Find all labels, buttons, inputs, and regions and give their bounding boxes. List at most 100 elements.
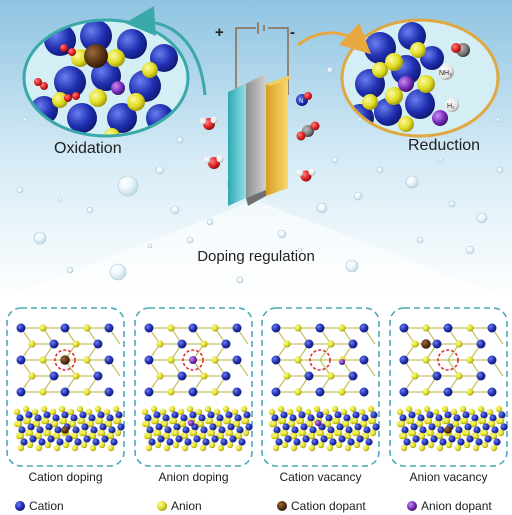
bubble [495, 117, 501, 123]
anion-atom [272, 444, 280, 452]
anion-atom [450, 408, 458, 416]
bubble [496, 166, 504, 174]
bubble [476, 212, 488, 224]
cation-atom [80, 20, 112, 52]
anion-atom [281, 429, 289, 437]
cation-atom [336, 423, 344, 431]
cation-atom [81, 423, 89, 431]
anion-atom [331, 405, 339, 413]
anion-atom [22, 405, 30, 413]
cation-atom [327, 426, 335, 434]
cation-atom [238, 438, 246, 446]
cation-atom [482, 423, 490, 431]
anion-atom [71, 432, 79, 440]
cation-atom [372, 423, 380, 431]
cation-atom [173, 423, 181, 431]
cation-atom [359, 323, 369, 333]
cation-atom [457, 438, 465, 446]
legend-label: Anion dopant [421, 499, 492, 513]
cation-atom [426, 411, 434, 419]
svg-text:N: N [299, 99, 303, 105]
anion-atom [80, 429, 88, 437]
anion-atom [385, 53, 403, 71]
electrochemical-cell [228, 74, 292, 206]
anion-atom [26, 429, 34, 437]
cation-atom [493, 438, 501, 446]
cation-atom [475, 438, 483, 446]
anion-atom [423, 405, 431, 413]
anion-atom [83, 388, 91, 396]
bubble [109, 263, 127, 281]
anion-atom [83, 324, 91, 332]
cation-atom [36, 426, 44, 434]
anion-atom [470, 420, 478, 428]
anion-atom [409, 429, 417, 437]
cation-atom [180, 414, 188, 422]
cation-atom [144, 323, 154, 333]
cation-atom [200, 426, 208, 434]
cation-atom [115, 411, 123, 419]
anion-atom [344, 444, 352, 452]
anion-atom [89, 89, 107, 107]
cation-atom [298, 411, 306, 419]
anion-atom [107, 444, 115, 452]
anion-atom [103, 408, 111, 416]
anion-atom [208, 441, 216, 449]
anion-atom [235, 444, 243, 452]
cation-atom [47, 435, 55, 443]
cation-atom [104, 387, 114, 397]
defect-marker [309, 349, 331, 371]
cation-atom [361, 414, 369, 422]
cation-atom [234, 414, 242, 422]
bubble [147, 243, 153, 249]
cation-atom [412, 435, 420, 443]
anion-atom [272, 432, 280, 440]
bubble [86, 206, 94, 214]
cation-atom [93, 371, 103, 381]
anion-atom [179, 420, 187, 428]
anion-atom [481, 429, 489, 437]
anion-atom [324, 420, 332, 428]
cation-atom [356, 435, 364, 443]
cation-atom [329, 438, 337, 446]
cation-atom [487, 323, 497, 333]
anion-atom [466, 388, 474, 396]
anion-atom [409, 441, 417, 449]
anion-atom [466, 324, 474, 332]
anion-atom [422, 356, 430, 364]
anion-atom [327, 340, 335, 348]
cation-atom [343, 414, 351, 422]
cation-atom [188, 387, 198, 397]
cation-atom [27, 423, 35, 431]
oxygen-atom [72, 92, 80, 100]
anion-atom [362, 432, 370, 440]
cation-atom [221, 371, 231, 381]
cation-atom [106, 414, 114, 422]
anion-dopant-atom [339, 359, 345, 365]
anion-atom [317, 429, 325, 437]
cation-atom [302, 435, 310, 443]
cation-atom [177, 371, 187, 381]
cation-atom [198, 414, 206, 422]
anion-atom [181, 432, 189, 440]
cation-atom [189, 411, 197, 419]
cation-atom [359, 387, 369, 397]
cation-atom [148, 438, 156, 446]
anion-atom [200, 340, 208, 348]
anion-atom [459, 405, 467, 413]
legend-swatch [407, 501, 417, 511]
cation-atom [104, 323, 114, 333]
svg-text:NH₃: NH₃ [439, 70, 452, 77]
cation-atom [280, 411, 288, 419]
anion-atom [240, 405, 248, 413]
cation-atom [430, 435, 438, 443]
cation-atom [144, 414, 152, 422]
anion-atom [163, 432, 171, 440]
cation-atom [74, 438, 82, 446]
cation-atom [408, 411, 416, 419]
anion-atom [154, 441, 162, 449]
anion-atom [114, 429, 122, 437]
oxidation-zoom [22, 18, 190, 138]
anion-atom [288, 420, 296, 428]
cation-atom [359, 355, 369, 365]
